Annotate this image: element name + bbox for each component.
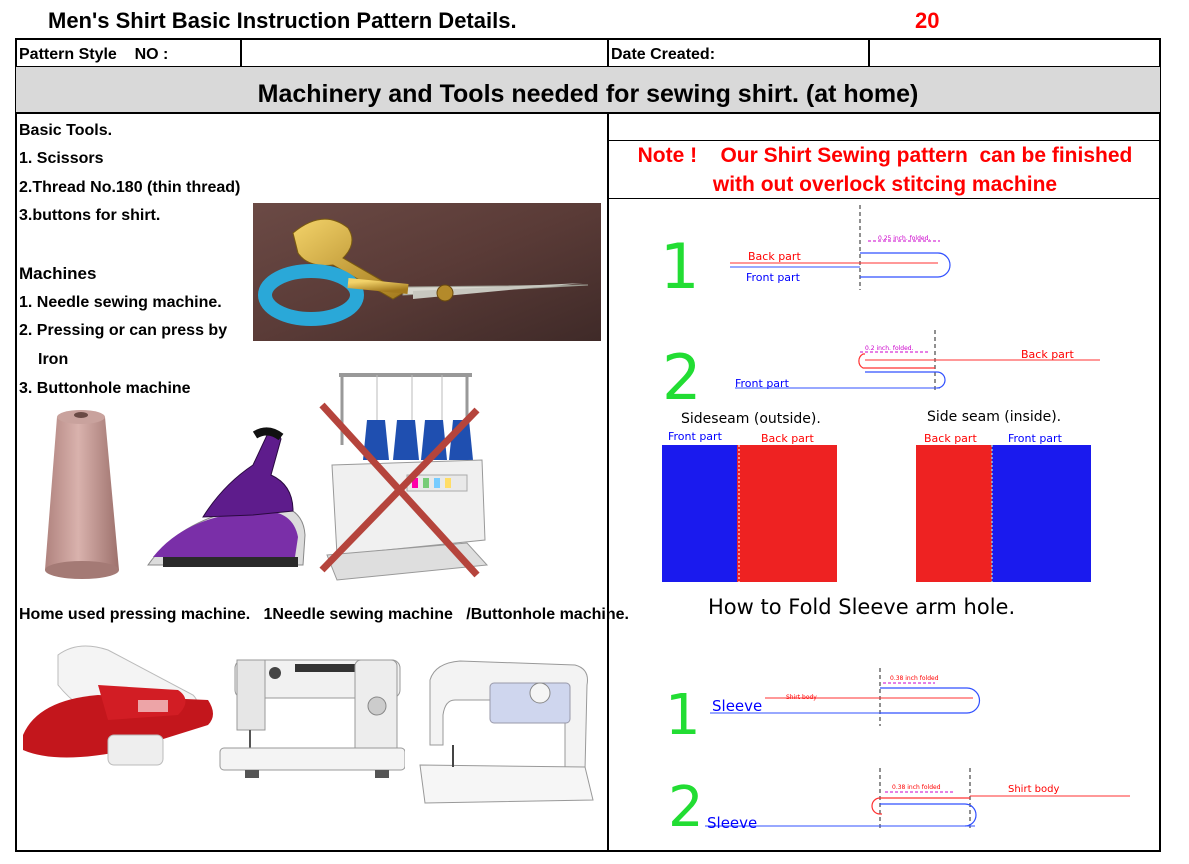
side-seam-fold-diagram bbox=[735, 330, 1100, 392]
divider bbox=[607, 198, 1161, 199]
basic-tools-heading: Basic Tools. bbox=[19, 122, 113, 139]
column-divider bbox=[607, 112, 609, 852]
needle-sewing-machine-image bbox=[219, 659, 405, 778]
machine-item: 1. Needle sewing machine. bbox=[19, 294, 222, 311]
front-part-label: Front part bbox=[746, 271, 800, 284]
side-seam-outside-panel bbox=[662, 445, 837, 582]
sleeve-label: Sleeve bbox=[712, 697, 763, 715]
page-number: 20 bbox=[915, 8, 940, 33]
step-number: 2 bbox=[668, 775, 704, 840]
divider bbox=[240, 38, 242, 68]
side-seam-inside-panel bbox=[916, 445, 1091, 582]
divider bbox=[607, 140, 1161, 141]
back-part-label: Back part bbox=[761, 432, 814, 445]
fold-measure-label: 0.25 inch. folded. bbox=[878, 235, 931, 242]
tool-item: 2.Thread No.180 (thin thread) bbox=[19, 179, 241, 196]
machine-item: 2. Pressing or can press by bbox=[19, 322, 228, 339]
divider bbox=[607, 38, 609, 68]
sleeve-fold-caption: How to Fold Sleeve arm hole. bbox=[708, 595, 1016, 619]
machine-item: 3. Buttonhole machine bbox=[19, 380, 191, 397]
fold-measure-label: 0.38 inch folded bbox=[890, 675, 939, 682]
machines-heading: Machines bbox=[19, 264, 97, 283]
fold-measure-label: 0.2 inch. folded. bbox=[865, 345, 914, 352]
sleeve-label: Sleeve bbox=[707, 814, 758, 832]
fold-measure-label: 0.38 inch folded bbox=[892, 784, 941, 791]
document-title: Men's Shirt Basic Instruction Pattern De… bbox=[48, 8, 517, 33]
divider bbox=[15, 112, 1161, 114]
sleeve-fold-diagram bbox=[710, 668, 981, 726]
step-number: 1 bbox=[665, 683, 701, 748]
front-part-label: Front part bbox=[668, 430, 722, 443]
scissors-image bbox=[253, 203, 601, 341]
tool-item: 3.buttons for shirt. bbox=[19, 207, 161, 224]
note-line: with out overlock stitcing machine bbox=[712, 173, 1058, 196]
back-part-label: Back part bbox=[1021, 348, 1074, 361]
pressing-machine-image bbox=[23, 645, 213, 766]
seam-panel-title: Sideseam (outside). bbox=[681, 411, 821, 427]
pattern-style-label: Pattern Style NO : bbox=[19, 46, 169, 63]
divider bbox=[868, 38, 870, 68]
note-line: Note ! Our Shirt Sewing pattern can be f… bbox=[637, 144, 1133, 167]
tool-item: 1. Scissors bbox=[19, 150, 104, 167]
section-title: Machinery and Tools needed for sewing sh… bbox=[257, 80, 919, 108]
shirt-body-label: Shirt body bbox=[1008, 784, 1060, 795]
pattern-table bbox=[15, 38, 1161, 852]
machine-item: Iron bbox=[38, 351, 69, 368]
machines-caption: Home used pressing machine. 1Needle sewi… bbox=[19, 606, 629, 623]
front-part-label: Front part bbox=[1008, 432, 1062, 445]
section-band bbox=[16, 67, 1160, 113]
steam-iron-image bbox=[147, 427, 306, 567]
sleeve-fold-diagram bbox=[705, 768, 1130, 830]
step-number: 2 bbox=[662, 341, 702, 414]
side-seam-fold-diagram bbox=[730, 205, 951, 290]
seam-panel-title: Side seam (inside). bbox=[927, 409, 1062, 425]
shirt-body-label: Shirt body bbox=[786, 694, 817, 701]
date-created-label: Date Created: bbox=[611, 46, 716, 63]
back-part-label: Back part bbox=[748, 250, 801, 263]
overlock-machine-crossed-image bbox=[319, 373, 489, 581]
front-part-label: Front part bbox=[735, 377, 789, 390]
thread-spool-image bbox=[45, 410, 119, 579]
buttonhole-machine-image bbox=[419, 660, 594, 804]
step-number: 1 bbox=[660, 230, 700, 303]
back-part-label: Back part bbox=[924, 432, 977, 445]
